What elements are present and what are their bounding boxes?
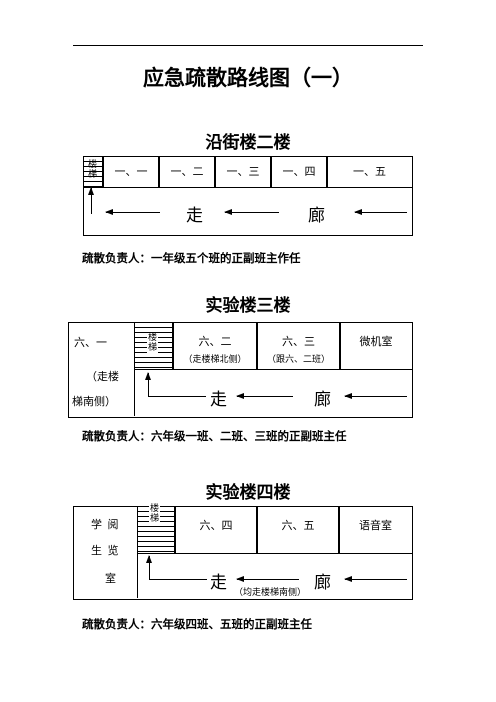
room-2-2-note: （跟六、二班） [266, 355, 330, 365]
page-title: 应急疏散路线图（一） [143, 66, 353, 90]
corridor-arrow-1c [354, 209, 407, 215]
corridor-arrow-2c [344, 393, 407, 399]
room-1-2: 一、二 [158, 156, 216, 188]
corridor-arrow-1b [224, 209, 279, 215]
responsible-1: 疏散负责人：一年级五个班的正副班主作任 [82, 251, 301, 265]
side-room-3c: 室 [105, 572, 116, 585]
corridor-line-2a [148, 396, 206, 397]
room-2-2: 六、三 （跟六、二班） [256, 322, 341, 370]
room-3-2: 六、五 [256, 506, 340, 554]
stair-label-3: 楼梯 [149, 504, 160, 524]
responsible-2: 疏散负责人：六年级一班、二班、三班的正副班主任 [82, 429, 347, 443]
side-room-3b: 生 览 [91, 544, 120, 557]
side-note-2b: 梯南侧） [72, 395, 116, 408]
room-1-1: 一、一 [102, 156, 160, 188]
section-title-2: 实验楼三楼 [205, 296, 291, 316]
room-2-1-note: （走楼梯北侧） [183, 355, 247, 365]
room-2-3-name: 微机室 [359, 335, 393, 348]
exit-arrow-up-3 [146, 555, 152, 580]
corridor-note-3: （均走楼梯南侧） [234, 588, 307, 598]
room-1-4: 一、四 [270, 156, 328, 188]
header-rule [73, 45, 423, 46]
corridor-label-2b: 廊 [314, 390, 331, 410]
corridor-label-2a: 走 [210, 390, 227, 410]
room-3-3: 语音室 [338, 506, 413, 554]
stair-label-1: 楼梯 [87, 160, 97, 180]
room-3-1: 六、四 [174, 506, 258, 554]
corridor-arrow-2b [236, 393, 293, 399]
side-room-3a: 学 阅 [91, 518, 120, 531]
responsible-3: 疏散负责人：六年级四班、五班的正副班主任 [82, 617, 312, 631]
room-3-3-name: 语音室 [359, 519, 392, 532]
room-3-2-name: 六、五 [281, 519, 315, 532]
side-note-2a: （走楼 [86, 370, 119, 383]
section-title-3: 实验楼四楼 [205, 483, 291, 503]
room-3-1-name: 六、四 [199, 519, 233, 532]
room-1-5: 一、五 [326, 156, 413, 188]
corridor-arrow-1a [105, 209, 160, 215]
side-room-2: 六、一 [74, 336, 107, 349]
corridor-label-3b: 廊 [314, 573, 331, 593]
corridor-label-1b: 廊 [308, 206, 325, 226]
room-2-1-name: 六、二 [198, 335, 232, 348]
room-1-3: 一、三 [214, 156, 272, 188]
room-2-1: 六、二 （走楼梯北侧） [172, 322, 258, 370]
stair-label-2: 楼梯 [147, 333, 158, 353]
room-2-2-name: 六、三 [282, 335, 315, 348]
exit-arrow-up-1 [88, 187, 94, 214]
room-2-3: 微机室 [339, 322, 413, 370]
section-title-1: 沿街楼二楼 [205, 133, 291, 153]
staircase-2 [134, 322, 174, 370]
corridor-label-1a: 走 [186, 206, 203, 226]
corridor-arrow-3b [236, 576, 299, 582]
exit-arrow-up-2 [145, 372, 151, 397]
corridor-label-3a: 走 [210, 573, 227, 593]
corridor-arrow-3c [344, 576, 407, 582]
corridor-line-3a [149, 579, 207, 580]
